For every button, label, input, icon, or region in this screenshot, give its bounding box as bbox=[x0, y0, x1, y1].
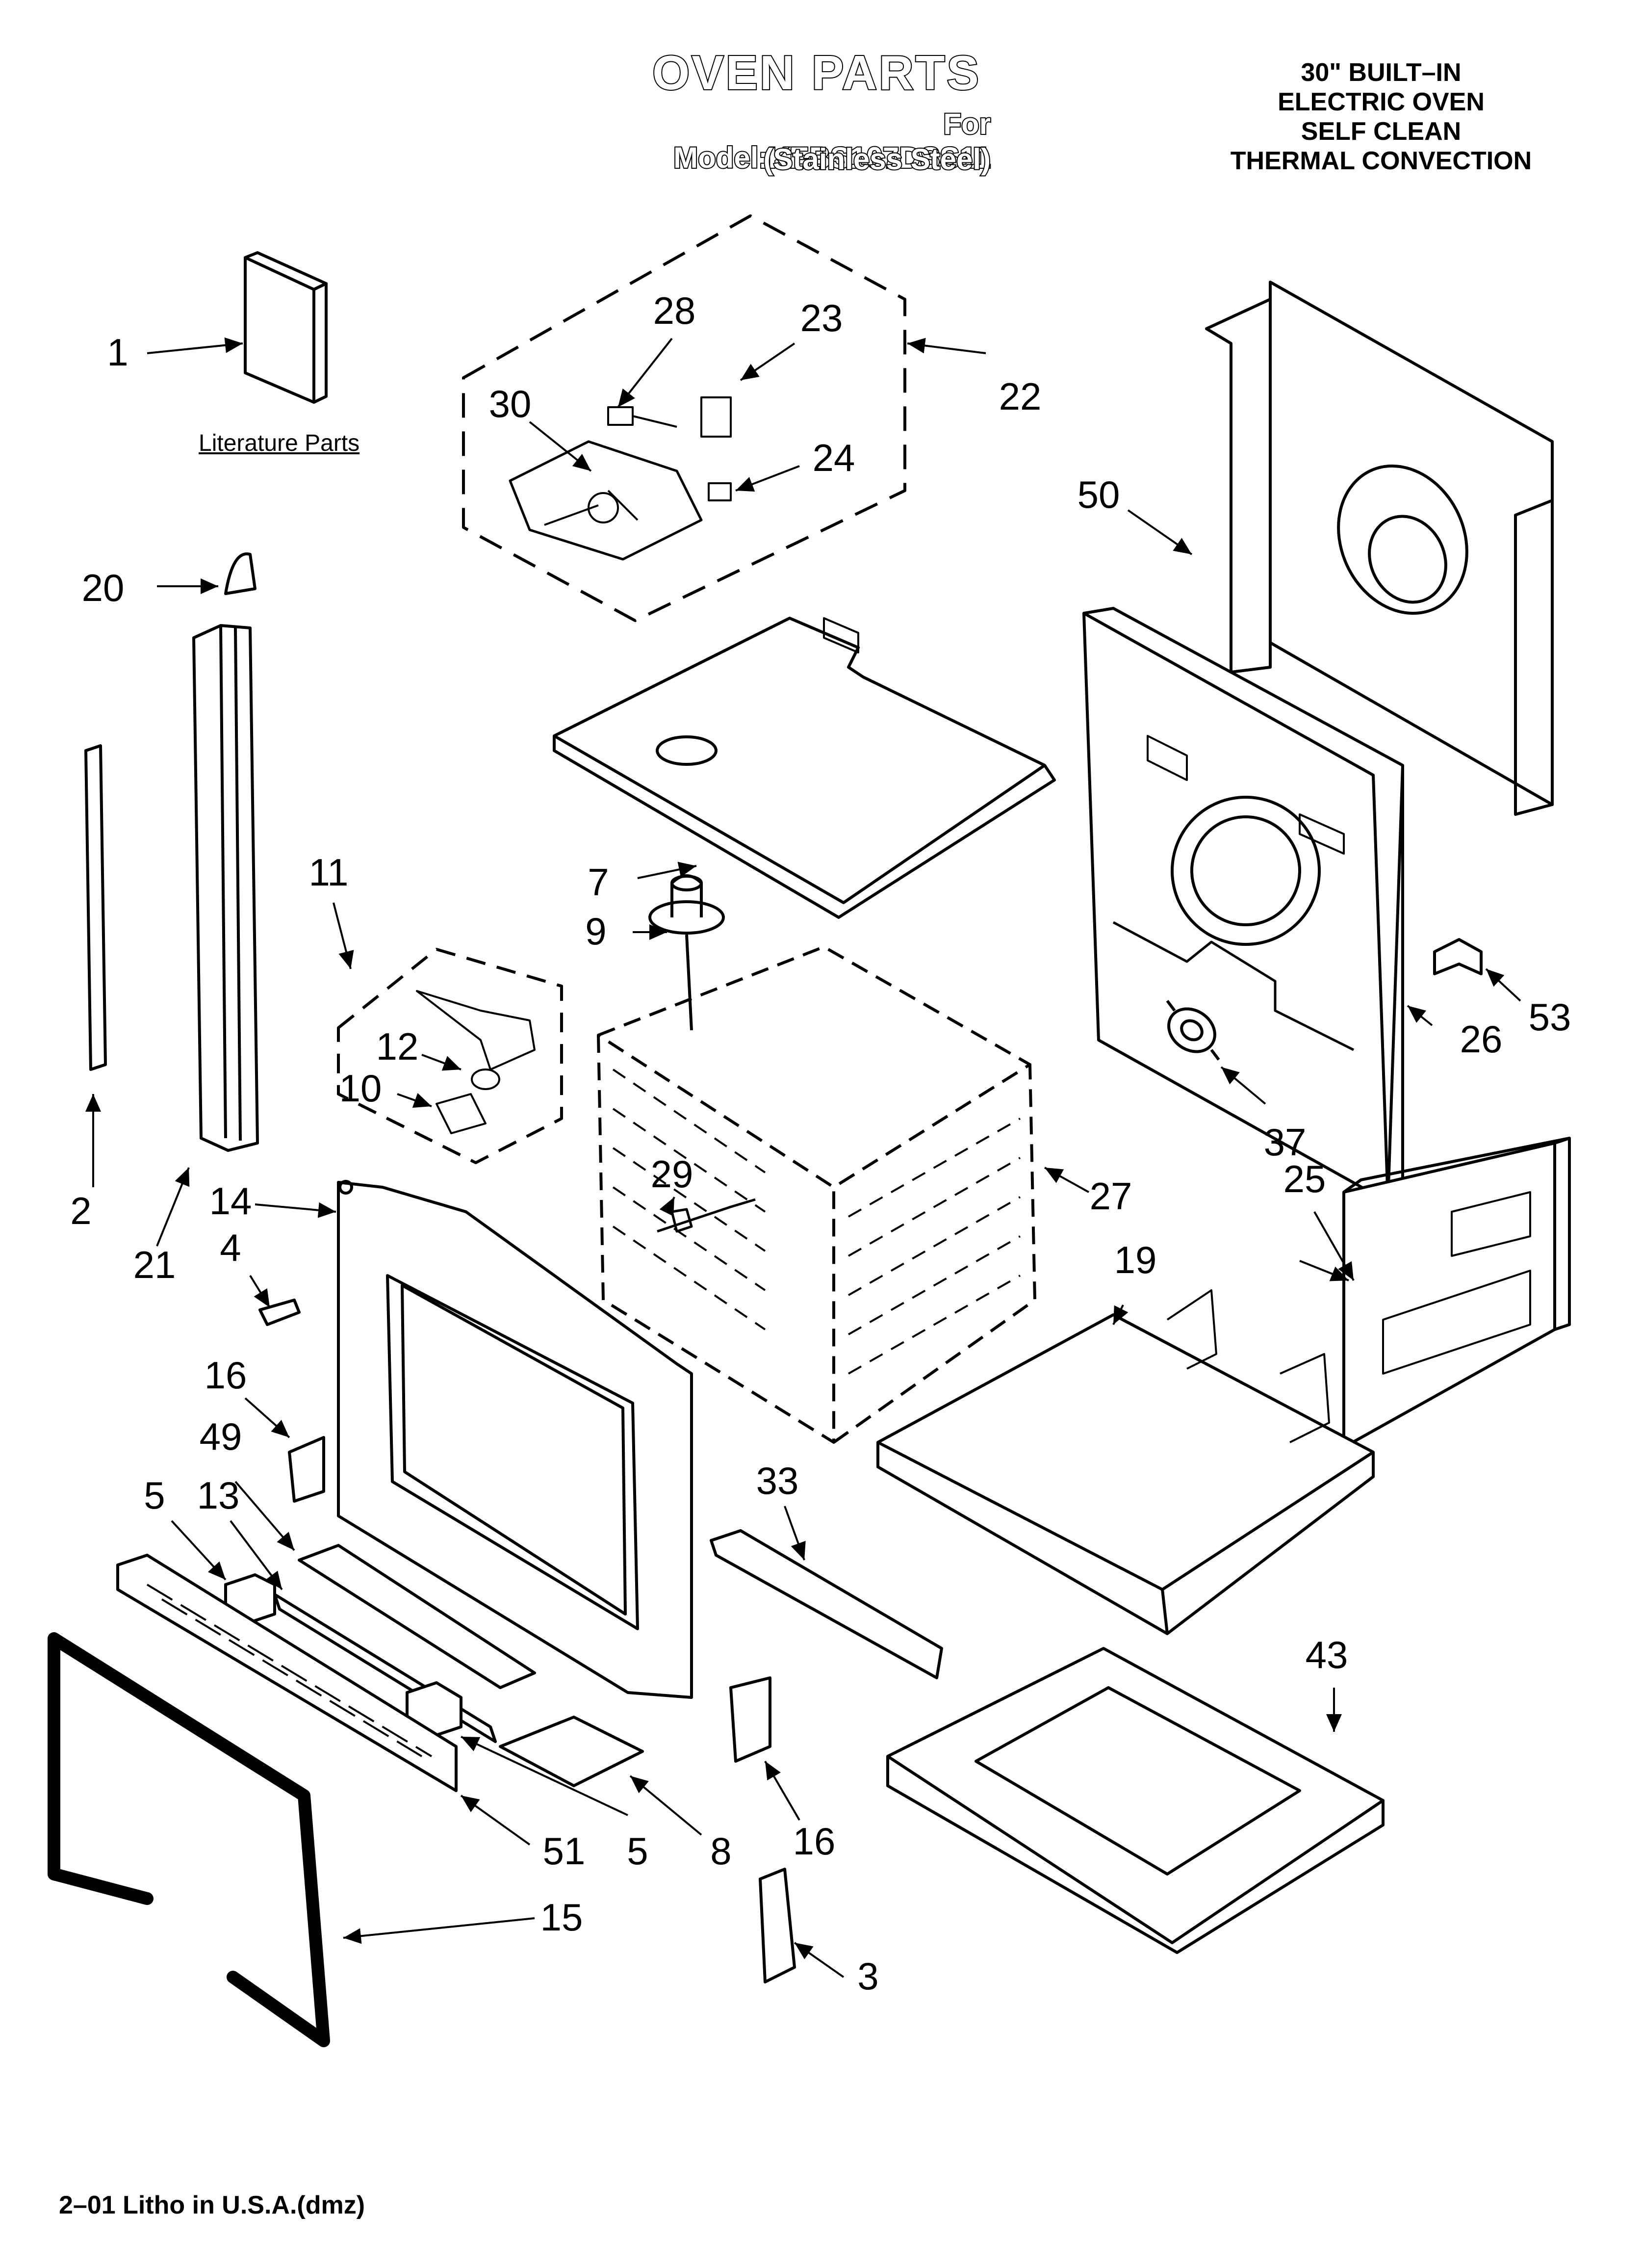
callout-12: 12 bbox=[376, 1025, 419, 1068]
callout-3: 3 bbox=[857, 1955, 878, 1998]
callout-21: 21 bbox=[133, 1243, 176, 1286]
leader-lines bbox=[85, 337, 1521, 1978]
vent-baffle-part bbox=[273, 1593, 497, 1743]
page-title: OVEN PARTS bbox=[651, 45, 981, 101]
bottom-tray-part bbox=[886, 1647, 1385, 1954]
model-number: For Model:KEBS107DSS11 bbox=[672, 106, 992, 175]
callout-23: 23 bbox=[800, 296, 843, 339]
callout-50: 50 bbox=[1078, 473, 1120, 516]
thermal-fuse-part bbox=[1166, 1000, 1220, 1061]
side-channel-part bbox=[192, 624, 259, 1152]
oven-sensor-part bbox=[657, 1198, 756, 1233]
callout-30: 30 bbox=[489, 382, 532, 425]
callout-29: 29 bbox=[651, 1152, 693, 1196]
callout-49: 49 bbox=[200, 1415, 242, 1458]
callout-13: 13 bbox=[197, 1474, 240, 1517]
latch-assembly-part bbox=[462, 214, 906, 622]
screw-part bbox=[258, 1299, 301, 1326]
spec-line-2: ELECTRIC OVEN bbox=[1278, 88, 1485, 116]
convection-back-panel-part bbox=[1205, 281, 1554, 816]
callout-26: 26 bbox=[1460, 1017, 1503, 1061]
fan-bracket-part bbox=[1433, 938, 1483, 975]
bottom-panel-part bbox=[876, 1289, 1375, 1635]
callout-9: 9 bbox=[585, 910, 606, 953]
callout-33: 33 bbox=[756, 1459, 799, 1502]
spec-line-4: THERMAL CONVECTION bbox=[1230, 147, 1532, 175]
callout-53: 53 bbox=[1529, 995, 1571, 1039]
front-frame-part bbox=[337, 1180, 693, 1699]
convection-fan-part bbox=[648, 874, 725, 1031]
callout-14: 14 bbox=[209, 1179, 252, 1223]
callout-11: 11 bbox=[309, 851, 349, 894]
oven-cavity-part bbox=[597, 945, 1036, 1444]
cross-rail-part bbox=[710, 1529, 943, 1679]
callout-25: 25 bbox=[1283, 1157, 1326, 1200]
callout-24: 24 bbox=[813, 436, 855, 479]
callout-51: 51 bbox=[543, 1829, 586, 1873]
callout-5: 5 bbox=[144, 1474, 165, 1517]
hinge-receiver-part bbox=[288, 1436, 325, 1503]
top-panel-part bbox=[553, 617, 1056, 919]
hinge-bracket-part bbox=[759, 1868, 796, 1983]
footer-print-info: 2–01 Litho in U.S.A.(dmz) bbox=[59, 2191, 365, 2219]
vent-cap-part bbox=[224, 552, 257, 595]
fan-cover-part bbox=[1082, 607, 1404, 1203]
callout-43: 43 bbox=[1306, 1633, 1348, 1676]
callout-5: 5 bbox=[627, 1829, 648, 1873]
vent-duct-part bbox=[298, 1544, 536, 1689]
callout-19: 19 bbox=[1114, 1238, 1157, 1281]
spec-line-1: 30" BUILT–IN bbox=[1301, 58, 1462, 87]
callout-7: 7 bbox=[588, 860, 609, 904]
callout-15: 15 bbox=[540, 1896, 583, 1939]
side-panel-part bbox=[1342, 1137, 1571, 1449]
callout-28: 28 bbox=[653, 289, 696, 332]
callout-16: 16 bbox=[205, 1354, 247, 1397]
spec-line-3: SELF CLEAN bbox=[1301, 117, 1462, 146]
callout-10: 10 bbox=[339, 1067, 382, 1110]
callout-4: 4 bbox=[220, 1226, 241, 1269]
callout-8: 8 bbox=[710, 1829, 731, 1873]
callout-2: 2 bbox=[70, 1189, 91, 1232]
finish-label: (Stainless Steel) bbox=[762, 142, 992, 177]
oven-light-assembly-part bbox=[337, 948, 563, 1164]
literature-parts-label: Literature Parts bbox=[199, 430, 360, 456]
callout-37: 37 bbox=[1264, 1121, 1307, 1164]
side-trim-part bbox=[84, 744, 107, 1071]
callout-22: 22 bbox=[999, 375, 1042, 418]
mounting-bracket-part bbox=[499, 1716, 644, 1787]
literature-booklet-part bbox=[244, 251, 328, 404]
front-vent-grille-part bbox=[116, 1554, 458, 1792]
callout-20: 20 bbox=[82, 566, 125, 609]
door-gasket-part bbox=[48, 1632, 330, 2047]
callout-27: 27 bbox=[1090, 1174, 1132, 1218]
callout-1: 1 bbox=[107, 331, 128, 374]
hinge-receiver-part bbox=[729, 1676, 771, 1763]
callout-16: 16 bbox=[793, 1820, 836, 1863]
